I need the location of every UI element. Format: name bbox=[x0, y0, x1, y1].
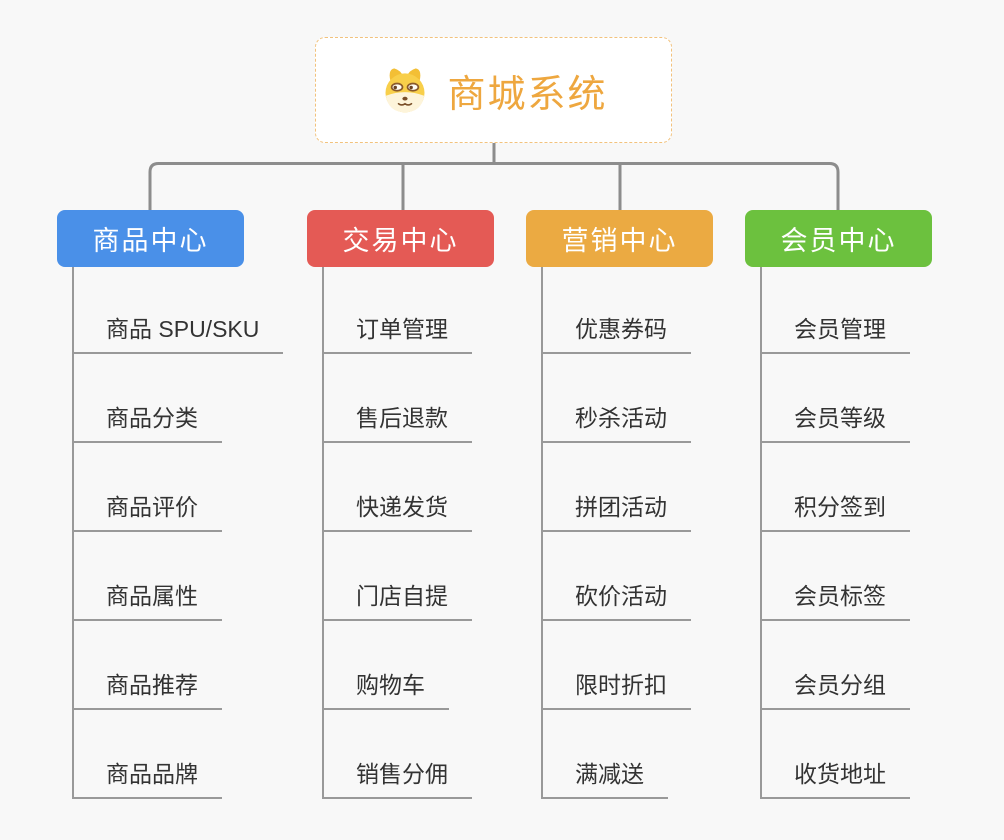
branch-trade-center: 交易中心 订单管理 售后退款 快递发货 门店自提 购物车 销售分佣 bbox=[307, 210, 494, 810]
branch-member-center: 会员中心 会员管理 会员等级 积分签到 会员标签 会员分组 收货地址 bbox=[745, 210, 932, 810]
root-title: 商城系统 bbox=[447, 73, 608, 116]
node-item[interactable]: 商品推荐 bbox=[72, 670, 222, 710]
branch-node-product-center[interactable]: 商品中心 bbox=[57, 210, 244, 267]
node-item[interactable]: 商品属性 bbox=[72, 581, 222, 621]
branch-node-trade-center[interactable]: 交易中心 bbox=[307, 210, 494, 267]
node-item[interactable]: 拼团活动 bbox=[541, 492, 691, 532]
node-item[interactable]: 商品 SPU/SKU bbox=[72, 314, 284, 354]
node-item[interactable]: 商品评价 bbox=[72, 492, 222, 532]
node-item[interactable]: 收货地址 bbox=[760, 759, 910, 799]
branch-spine bbox=[72, 267, 74, 798]
node-item[interactable]: 门店自提 bbox=[322, 581, 472, 621]
connector-bus bbox=[148, 162, 840, 210]
branch-spine bbox=[760, 267, 762, 798]
root-node[interactable]: 商城系统 bbox=[315, 37, 672, 143]
node-item[interactable]: 会员分组 bbox=[760, 670, 910, 710]
branch-spine bbox=[322, 267, 324, 798]
node-item[interactable]: 限时折扣 bbox=[541, 670, 691, 710]
branch-node-member-center[interactable]: 会员中心 bbox=[745, 210, 932, 267]
node-item[interactable]: 快递发货 bbox=[322, 492, 472, 532]
dog-face-icon bbox=[385, 68, 425, 113]
branch-spine bbox=[541, 267, 543, 798]
node-item[interactable]: 商品品牌 bbox=[72, 759, 222, 799]
node-item[interactable]: 优惠券码 bbox=[541, 314, 691, 354]
node-item[interactable]: 会员标签 bbox=[760, 581, 910, 621]
branch-product-center: 商品中心 商品 SPU/SKU 商品分类 商品评价 商品属性 商品推荐 商品品牌 bbox=[57, 210, 284, 810]
branch-marketing-center: 营销中心 优惠券码 秒杀活动 拼团活动 砍价活动 限时折扣 满减送 bbox=[526, 210, 713, 810]
node-item[interactable]: 满减送 bbox=[541, 759, 668, 799]
node-item[interactable]: 砍价活动 bbox=[541, 581, 691, 621]
node-item[interactable]: 售后退款 bbox=[322, 403, 472, 443]
node-item[interactable]: 会员等级 bbox=[760, 403, 910, 443]
node-item[interactable]: 会员管理 bbox=[760, 314, 910, 354]
node-item[interactable]: 销售分佣 bbox=[322, 759, 472, 799]
node-item[interactable]: 秒杀活动 bbox=[541, 403, 691, 443]
node-item[interactable]: 订单管理 bbox=[322, 314, 472, 354]
node-item[interactable]: 商品分类 bbox=[72, 403, 222, 443]
node-item[interactable]: 积分签到 bbox=[760, 492, 910, 532]
node-item[interactable]: 购物车 bbox=[322, 670, 449, 710]
branch-node-marketing-center[interactable]: 营销中心 bbox=[526, 210, 713, 267]
